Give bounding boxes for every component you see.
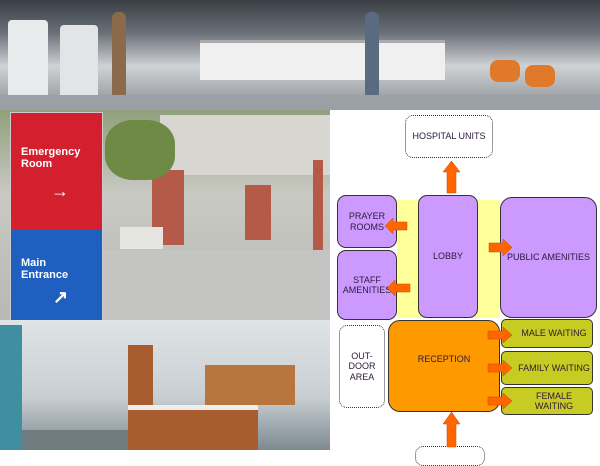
floor xyxy=(0,95,600,110)
arrow-right-to-family xyxy=(487,359,513,377)
sign-emergency-text: Emergency Room xyxy=(21,146,81,171)
person xyxy=(112,12,126,100)
arrow-right-to-female xyxy=(487,392,513,410)
arrow-right-to-male xyxy=(487,326,513,344)
kiosk xyxy=(60,25,98,105)
arrow-left-to-staff xyxy=(386,279,411,297)
person xyxy=(365,12,379,100)
photo-hospital-entrance: Emergency Room → Main Entrance ↗ xyxy=(0,110,330,320)
brick-column xyxy=(245,185,271,240)
outdoor-area-box: OUT-DOOR AREA xyxy=(339,325,385,408)
sign-entrance-panel: Main Entrance ↗ xyxy=(11,229,102,320)
column xyxy=(128,345,153,405)
planter xyxy=(120,227,163,249)
curtain xyxy=(0,325,22,450)
wayfinding-sign: Emergency Room → Main Entrance ↗ xyxy=(10,112,103,320)
lobby-box: LOBBY xyxy=(418,195,478,318)
female-waiting-box: FEMALE WAITING xyxy=(501,387,593,415)
arrow-up-to-units xyxy=(442,160,461,194)
reception-desk xyxy=(200,40,445,80)
kiosk xyxy=(8,20,48,105)
counter xyxy=(128,405,258,450)
tree xyxy=(105,120,175,180)
arrow-up-to-reception xyxy=(442,411,461,448)
flow-arrows xyxy=(384,160,513,448)
canopy xyxy=(160,115,330,175)
reception-box: RECEPTION xyxy=(388,320,500,412)
male-waiting-box: MALE WAITING xyxy=(501,319,593,348)
chair xyxy=(525,65,555,87)
arrow-up-right-icon: ↗ xyxy=(53,287,69,307)
floor xyxy=(22,430,128,450)
public-amenities-box: PUBLIC AMENITIES xyxy=(500,197,597,318)
brick-column xyxy=(313,160,323,260)
sign-emergency-panel: Emergency Room → xyxy=(11,113,102,229)
arrow-left-to-prayer xyxy=(384,217,408,235)
hospital-units-box: HOSPITAL UNITS xyxy=(405,115,493,158)
chair xyxy=(490,60,520,82)
cabinets xyxy=(205,365,295,405)
prayer-rooms-box: PRAYER ROOMS xyxy=(337,195,397,248)
photo-lobby-kiosks xyxy=(0,0,600,110)
arrow-right-to-public xyxy=(488,238,513,257)
sign-entrance-text: Main Entrance xyxy=(21,257,69,282)
staff-amenities-box: STAFF AMENITIES xyxy=(337,250,397,320)
sidewalk xyxy=(103,250,330,320)
photo-nurse-station xyxy=(0,320,330,450)
arrow-right-icon: → xyxy=(51,181,69,201)
